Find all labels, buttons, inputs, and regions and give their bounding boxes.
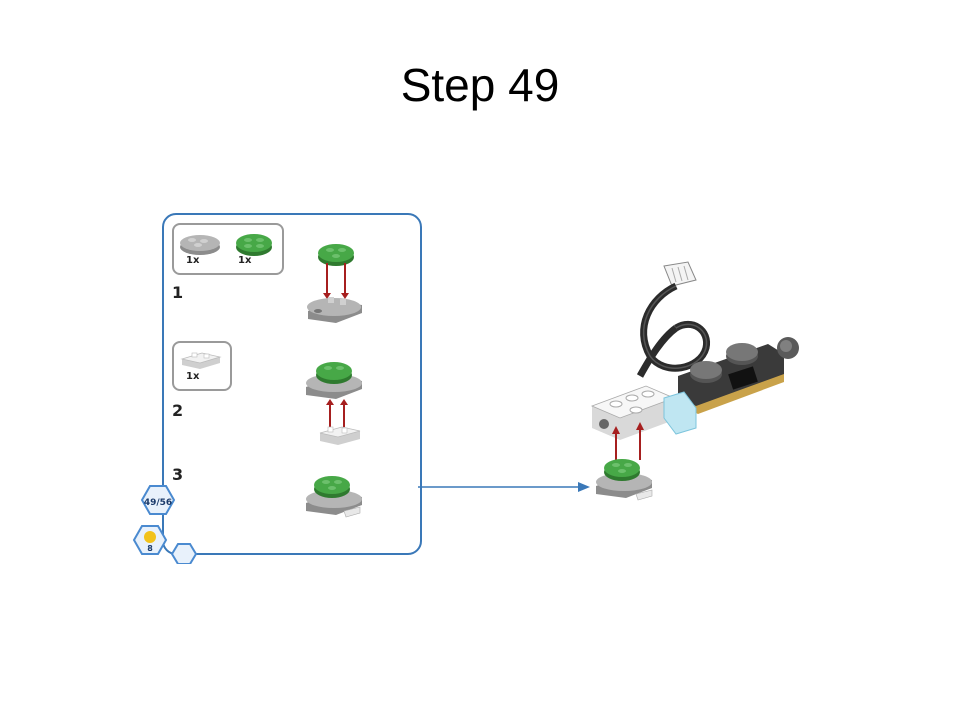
green-round-plate (318, 244, 354, 266)
coiled-cable (636, 282, 711, 378)
step-number: 1 (172, 283, 184, 302)
step-number: 2 (172, 401, 184, 420)
white-hub (590, 385, 676, 440)
count-badge: 8 (132, 525, 168, 555)
red-arrow (323, 263, 349, 299)
parts-a-illustration (180, 234, 272, 256)
part-qty: 1x (238, 255, 252, 266)
page-title: Step 49 (400, 59, 560, 111)
transparent-blue-piece (663, 391, 697, 435)
count-label: 8 (147, 544, 153, 553)
white-brick (319, 426, 361, 445)
step-1-illustration (307, 244, 362, 323)
gray-plate-icon (180, 235, 220, 255)
progress-badge: 49/56 (140, 485, 176, 515)
assembled-plate (306, 362, 362, 399)
blank-badge (170, 543, 198, 564)
progress-label: 49/56 (144, 498, 172, 508)
part-qty: 1x (186, 255, 200, 266)
connector-arrow (418, 482, 590, 492)
gray-plate (307, 297, 362, 323)
subassembly-part (596, 459, 653, 501)
step-3-illustration (306, 476, 362, 518)
white-brick-icon (180, 352, 222, 369)
main-model-illustration (590, 261, 799, 501)
green-round-plate-icon (236, 234, 272, 256)
sensor-body (678, 337, 799, 414)
step-2-illustration (306, 362, 362, 445)
badge-cluster: 49/56 8 (132, 485, 198, 564)
completed-subassembly (306, 476, 362, 518)
red-arrow (326, 399, 348, 427)
subassembly-panel: 1x 1x 1 (162, 213, 422, 555)
parts-box-a: 1x 1x (172, 223, 284, 275)
step-number: 3 (172, 465, 184, 484)
parts-box-b: 1x (172, 341, 232, 391)
part-qty: 1x (186, 371, 200, 382)
cable-plug (663, 261, 697, 287)
